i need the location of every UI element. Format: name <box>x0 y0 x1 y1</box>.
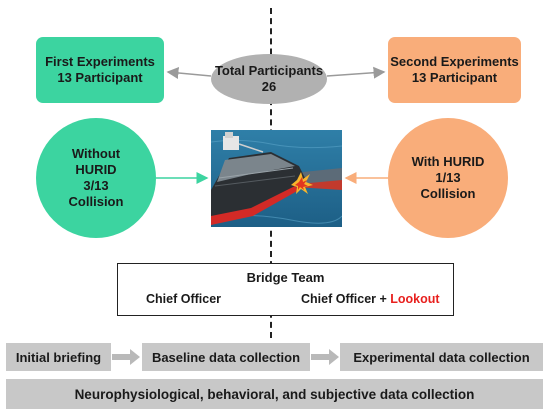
step-baseline-data-collection: Baseline data collection <box>142 343 310 371</box>
step-arrow-1-icon <box>112 349 140 365</box>
with-hurid-ratio: 1/13 <box>435 170 461 185</box>
data-collection-label: Neurophysiological, behavioral, and subj… <box>74 386 475 402</box>
step-experimental-data-collection: Experimental data collection <box>340 343 543 371</box>
total-participants-ellipse: Total Participants 26 <box>211 54 327 104</box>
bridge-team-lookout: Lookout <box>390 292 440 306</box>
total-participants-value: 26 <box>261 79 277 94</box>
data-collection-bar: Neurophysiological, behavioral, and subj… <box>6 379 543 409</box>
without-hurid-ratio: 3/13 <box>83 178 109 193</box>
bridge-team-right-prefix: Chief Officer + <box>301 292 391 306</box>
second-experiments-title: Second Experiments <box>390 54 519 69</box>
first-experiments-title: First Experiments <box>45 54 155 69</box>
with-hurid-outcome: Collision <box>420 186 476 201</box>
bridge-team-box: Bridge Team Chief Officer Chief Officer … <box>117 263 454 316</box>
ship-collision-image <box>211 130 342 227</box>
step-baseline-label: Baseline data collection <box>151 349 301 365</box>
arrow-total-to-first <box>166 66 212 79</box>
without-hurid-circle: Without HURID 3/13 Collision <box>36 118 156 238</box>
arrow-total-to-second <box>326 66 386 79</box>
step-initial-briefing-label: Initial briefing <box>15 349 102 365</box>
step-arrow-2-icon <box>311 349 339 365</box>
without-hurid-line1: Without <box>71 146 121 161</box>
without-hurid-line2: HURID <box>75 162 117 177</box>
first-experiments-box: First Experiments 13 Participant <box>36 37 164 103</box>
first-experiments-count: 13 Participant <box>57 70 143 85</box>
step-experimental-label: Experimental data collection <box>353 349 530 365</box>
bridge-team-right-role: Chief Officer + Lookout <box>301 292 440 306</box>
without-hurid-outcome: Collision <box>68 194 124 209</box>
step-initial-briefing: Initial briefing <box>6 343 111 371</box>
with-hurid-circle: With HURID 1/13 Collision <box>388 118 508 238</box>
bridge-team-title: Bridge Team <box>246 270 325 285</box>
bridge-team-left-role: Chief Officer <box>146 292 222 306</box>
with-hurid-line1: With HURID <box>411 154 485 169</box>
second-experiments-count: 13 Participant <box>411 70 498 85</box>
second-experiments-box: Second Experiments 13 Participant <box>388 37 521 103</box>
total-participants-label: Total Participants <box>214 63 324 78</box>
